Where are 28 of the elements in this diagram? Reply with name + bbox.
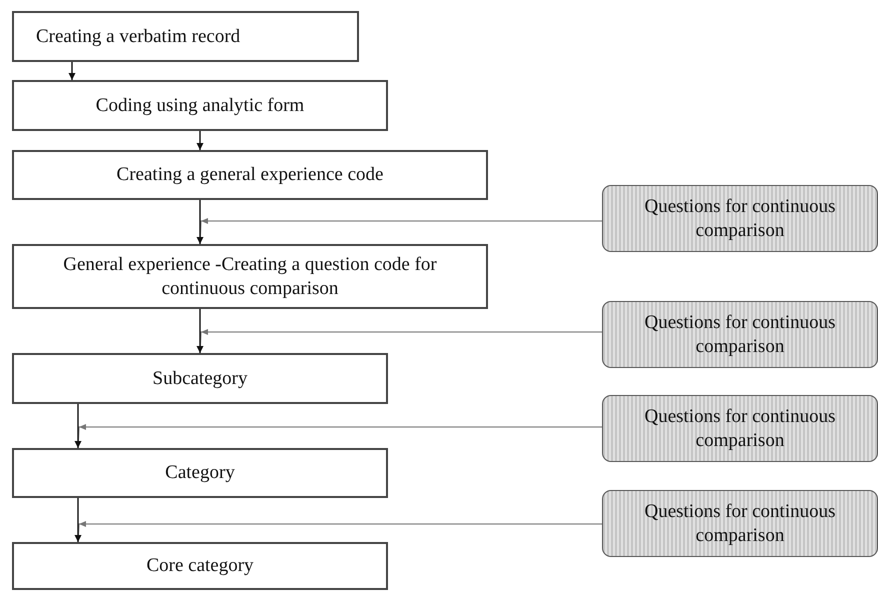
process-box: [12, 448, 388, 498]
box-text: Questions for continuous comparison: [643, 310, 837, 358]
arrow: [74, 404, 82, 448]
box-text: Questions for continuous comparison: [643, 194, 837, 242]
box-text: Subcategory: [152, 366, 248, 390]
process-box: [12, 244, 488, 309]
arrow: [196, 131, 204, 150]
question-box: [602, 490, 878, 557]
arrow: [68, 62, 76, 80]
box-text: Creating a general experience code: [116, 163, 384, 187]
process-box: [12, 542, 388, 590]
box-text: Questions for continuous comparison: [643, 404, 837, 452]
process-box: [12, 150, 488, 200]
process-box: [12, 11, 359, 62]
box-text: Category: [165, 461, 235, 485]
box-text: Creating a verbatim record: [36, 24, 240, 48]
box-text: Questions for continuous comparison: [643, 500, 837, 548]
box-text: Core category: [146, 554, 254, 578]
arrow: [196, 309, 204, 353]
arrow: [74, 498, 82, 542]
arrow: [196, 200, 204, 244]
box-text: General experience -Creating a question code for continuous comparison: [62, 252, 438, 300]
question-box: [602, 301, 878, 368]
process-box: [12, 80, 388, 131]
question-box: [602, 185, 878, 252]
process-box: [12, 353, 388, 404]
box-text: Coding using analytic form: [96, 94, 304, 118]
question-box: [602, 395, 878, 462]
